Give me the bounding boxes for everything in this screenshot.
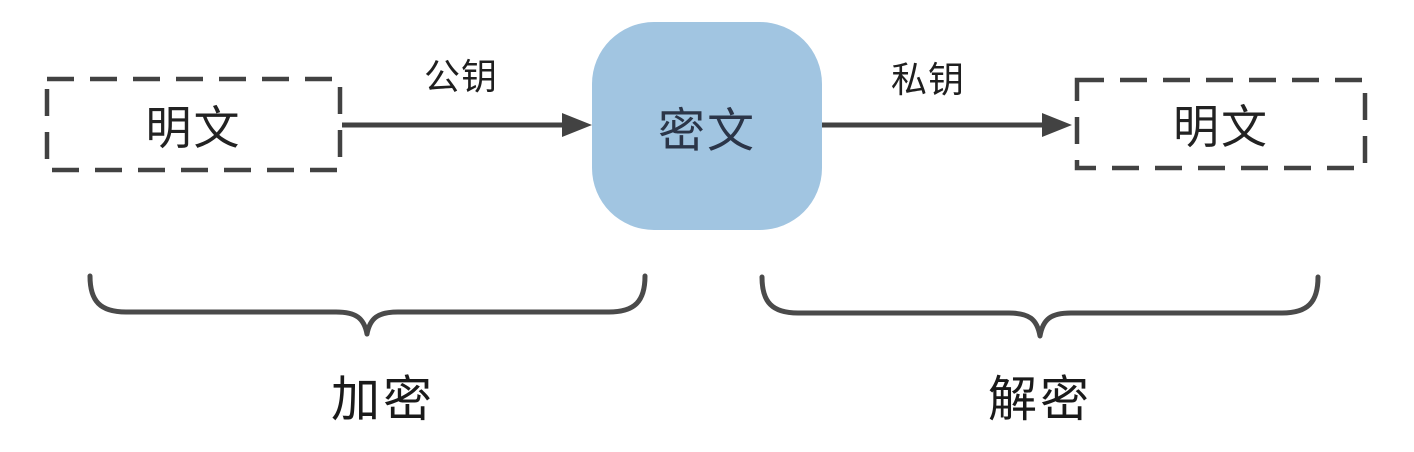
ciphertext-node: 密文 bbox=[592, 22, 822, 230]
private-key-label: 私钥 bbox=[890, 59, 966, 100]
decrypt-brace bbox=[759, 274, 1321, 339]
plaintext-left-label: 明文 bbox=[145, 101, 242, 154]
encrypt-phase-label: 加密 bbox=[330, 373, 436, 427]
encrypt-arrow-icon bbox=[342, 113, 592, 137]
plaintext-node-left: 明文 bbox=[45, 77, 342, 172]
decrypt-phase-label: 解密 bbox=[987, 373, 1093, 427]
encrypt-brace bbox=[87, 273, 648, 337]
public-key-label: 公钥 bbox=[423, 56, 499, 97]
ciphertext-label: 密文 bbox=[658, 103, 756, 157]
plaintext-node-right: 明文 bbox=[1075, 78, 1367, 170]
decrypt-arrow-icon bbox=[822, 113, 1072, 137]
plaintext-right-label: 明文 bbox=[1173, 101, 1269, 153]
